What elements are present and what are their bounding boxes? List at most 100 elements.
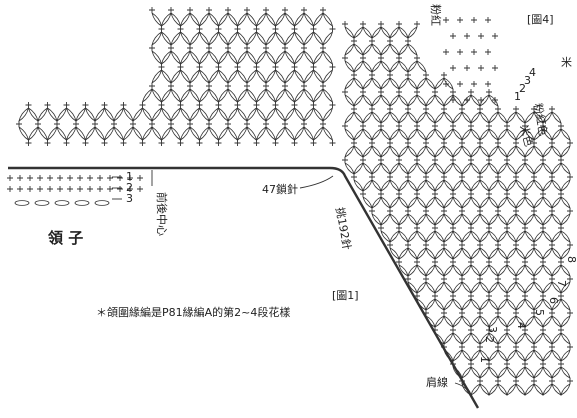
single-crochet-symbol (369, 38, 375, 44)
single-crochet-symbol (486, 259, 492, 265)
collar-row-number: 2 (126, 181, 133, 194)
single-crochet-symbol (468, 259, 474, 265)
chain-loop (461, 315, 472, 328)
chain-loop (497, 298, 508, 311)
single-crochet-symbol (423, 242, 429, 248)
chain-loop (353, 60, 364, 73)
chain-loop (470, 128, 481, 141)
chain-loop (488, 162, 499, 175)
chain-loop (275, 31, 286, 46)
chain-loop (533, 366, 544, 379)
single-crochet-symbol (111, 121, 117, 127)
chain-loop (371, 196, 382, 209)
chain-loop (398, 247, 409, 260)
chain-loop (533, 213, 544, 226)
chain-loop (303, 69, 314, 84)
chain-loop (353, 128, 364, 141)
chain-loop (398, 213, 409, 226)
chain-loop (533, 315, 544, 328)
chain-loop (506, 196, 517, 209)
chain-loop (265, 69, 276, 84)
chain-loop (434, 162, 445, 175)
chain-loop (470, 366, 481, 379)
chain-loop (303, 50, 315, 65)
chain-loop (524, 196, 535, 209)
chain-loop (160, 12, 172, 27)
chain-loop (170, 31, 181, 46)
chain-loop (515, 179, 526, 192)
chain-loop (434, 128, 445, 141)
single-crochet-symbol (485, 49, 491, 55)
chain-loop (515, 349, 526, 362)
chain-loop (312, 12, 324, 27)
chain-loop (542, 145, 553, 158)
single-crochet-symbol (320, 7, 326, 13)
single-crochet-symbol (320, 83, 326, 89)
single-crochet-symbol (158, 64, 165, 70)
single-crochet-symbol (396, 191, 402, 197)
single-crochet-symbol (504, 259, 510, 265)
chain-loop (416, 94, 427, 107)
chain-loop (416, 247, 427, 260)
chain-loop (515, 298, 526, 311)
single-crochet-symbol (495, 276, 501, 282)
chain-loop (533, 247, 544, 260)
chain-loop (371, 162, 382, 175)
single-crochet-symbol (387, 140, 393, 146)
chain-loop (425, 77, 436, 90)
chain-loop (151, 126, 163, 141)
chain-loop (524, 111, 535, 124)
chain-loop (199, 31, 210, 46)
chain-loop (497, 196, 508, 209)
chain-loop (524, 179, 535, 192)
chain-loop (246, 12, 258, 27)
single-crochet-symbol (495, 344, 501, 350)
single-crochet-symbol (291, 64, 298, 70)
chain-loop (141, 126, 153, 141)
chain-loop (180, 107, 191, 122)
single-crochet-symbol (540, 259, 546, 265)
single-crochet-symbol (531, 106, 537, 112)
chain-loop (443, 281, 454, 294)
single-crochet-symbol (504, 361, 510, 367)
chain-loop (104, 107, 115, 122)
chain-loop (542, 264, 553, 277)
chain-loop (189, 126, 201, 141)
rice-color-label: 米色 (517, 123, 536, 148)
single-crochet-symbol (244, 83, 250, 89)
single-crochet-symbol (558, 157, 564, 163)
chain-loop (470, 247, 481, 260)
chain-loop (371, 77, 382, 90)
chain-loop (524, 298, 535, 311)
chain-loop (470, 281, 481, 294)
chain-loop (407, 145, 418, 158)
chain-loop (312, 126, 324, 141)
single-crochet-symbol (459, 208, 465, 214)
chain-loop (18, 107, 29, 122)
chain-loop (160, 88, 172, 103)
single-crochet-symbol (225, 7, 231, 13)
single-crochet-symbol (47, 175, 53, 181)
single-crochet-symbol (441, 140, 447, 146)
chain-loop (371, 128, 382, 141)
single-crochet-symbol (441, 72, 447, 78)
single-crochet-symbol (477, 140, 483, 146)
chain-loop (497, 162, 508, 175)
chain-loop (515, 366, 526, 379)
chain-loop (497, 264, 508, 277)
single-crochet-symbol (342, 123, 348, 129)
edging-chain-oval (94, 200, 110, 206)
single-crochet-symbol (477, 174, 483, 180)
chain-loop (551, 366, 562, 379)
figure-1-label: [圖1] (332, 289, 359, 302)
single-crochet-symbol (177, 64, 184, 70)
single-crochet-symbol (351, 72, 357, 78)
chain-loop (470, 264, 481, 277)
chain-loop (151, 88, 163, 103)
single-crochet-symbol (177, 140, 184, 146)
single-crochet-symbol (310, 26, 317, 32)
single-crochet-symbol (558, 259, 564, 265)
chain-loop (398, 60, 409, 73)
chain-loop (524, 366, 535, 379)
chain-loop (551, 247, 562, 260)
